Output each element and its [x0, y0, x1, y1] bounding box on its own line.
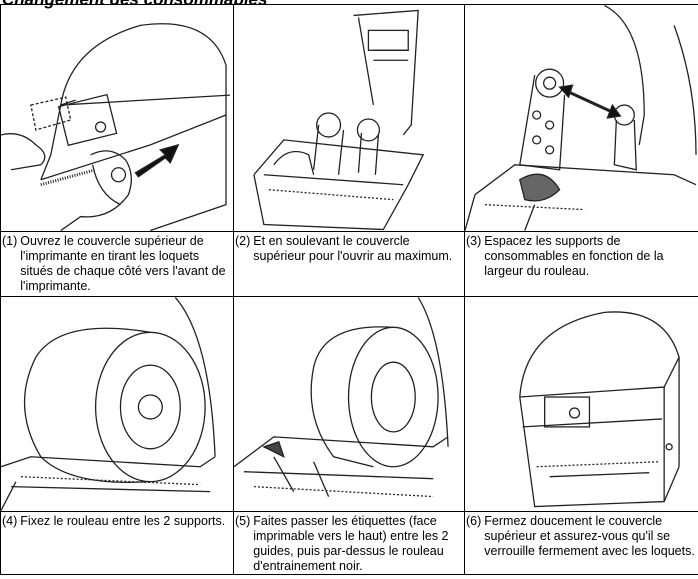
illustration-cell-6 [464, 296, 698, 512]
label-threading-illustration [234, 297, 449, 498]
printer-open-latch-illustration [1, 23, 231, 231]
printer-closed-illustration [519, 311, 680, 508]
roll-mounted-illustration [1, 297, 216, 511]
step-6: (6)Fermez doucement le couvercle supérie… [464, 511, 698, 575]
step-number: (5) [235, 514, 251, 528]
step-text: Fixez le rouleau entre les 2 supports. [20, 514, 226, 528]
step-number: (3) [466, 234, 482, 248]
illustration-cell-4 [0, 296, 234, 512]
step-text: Ouvrez le couvercle supérieur de l'impri… [20, 234, 226, 293]
printer-cover-lifted-illustration [253, 9, 425, 231]
illustration-cell-5 [233, 296, 465, 512]
step-1: (1)Ouvrez le couvercle supérieur de l'im… [0, 231, 234, 297]
step-2: (2)Et en soulevant le couvercle supérieu… [233, 231, 465, 297]
step-5: (5)Faites passer les étiquettes (face im… [233, 511, 465, 575]
step-number: (6) [466, 514, 482, 528]
media-holders-spread-illustration [465, 5, 697, 231]
illustration-cell-1 [0, 4, 234, 232]
step-number: (4) [2, 514, 18, 528]
step-number: (1) [2, 234, 18, 248]
illustration-cell-3 [464, 4, 698, 232]
step-4: (4)Fixez le rouleau entre les 2 supports… [0, 511, 234, 575]
step-text: Faites passer les étiquettes (face impri… [253, 514, 449, 573]
step-number: (2) [235, 234, 251, 248]
step-text: Et en soulevant le couvercle supérieur p… [253, 234, 453, 263]
instruction-grid: (1)Ouvrez le couvercle supérieur de l'im… [0, 4, 698, 575]
step-3: (3)Espacez les supports de consommables … [464, 231, 698, 297]
step-text: Espacez les supports de consommables en … [484, 234, 664, 278]
step-text: Fermez doucement le couvercle supérieur … [484, 514, 695, 558]
illustration-cell-2 [233, 4, 465, 232]
